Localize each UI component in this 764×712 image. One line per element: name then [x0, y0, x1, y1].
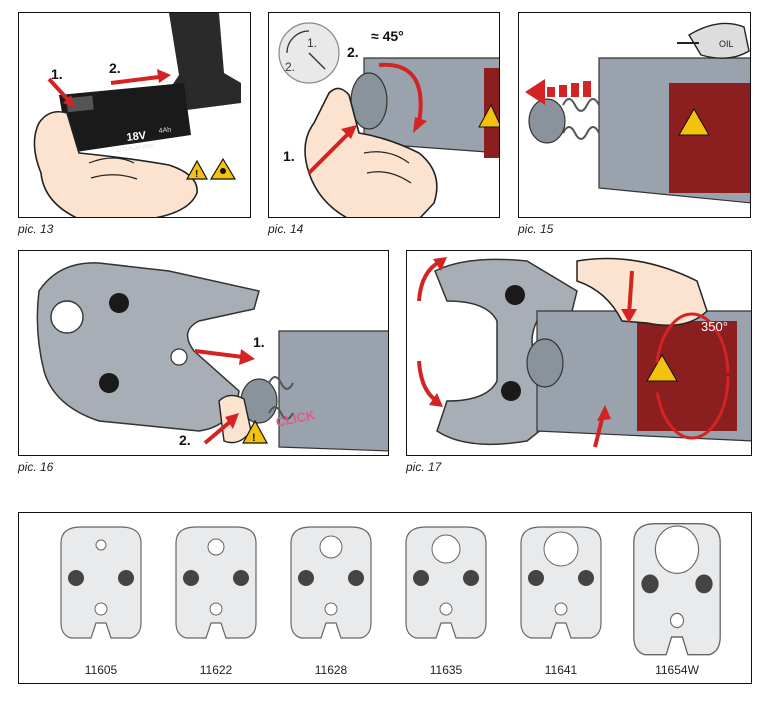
pin-pull-illustration: OIL — [519, 13, 751, 218]
motor-housing — [669, 83, 751, 193]
rotation-350-label: 350° — [701, 319, 728, 334]
caption-pic16: pic. 16 — [18, 460, 53, 474]
caption-pic14: pic. 14 — [268, 222, 303, 236]
jaw-11635 — [406, 527, 486, 638]
panel-pic13: 18V LITHIUM ION 4Ah 1. 2. ! — [18, 12, 251, 218]
warning-icon: ! — [187, 161, 207, 180]
dial-step2: 2. — [285, 60, 295, 74]
jaw-insertion-illustration: 1. 2. CLICK ! — [19, 251, 389, 456]
hand-crush-warning-icon — [211, 159, 235, 179]
rotation-dial-icon: 1. 2. — [279, 23, 339, 83]
jaw-code-11622: 11622 — [176, 663, 256, 677]
oil-label: OIL — [719, 39, 734, 49]
jaw-11605 — [61, 527, 141, 638]
jaw-11628 — [291, 527, 371, 638]
battery-insertion-illustration: 18V LITHIUM ION 4Ah 1. 2. ! — [19, 13, 251, 218]
dial-step1: 1. — [307, 36, 317, 50]
open-arrow-top — [419, 261, 441, 301]
svg-text:!: ! — [195, 169, 198, 180]
svg-text:!: ! — [252, 432, 256, 444]
panel-pic17: 350° — [406, 250, 752, 456]
rotation-illustration: 1. 2. 2. ≈ 45° 1. — [269, 13, 500, 218]
step1-label: 1. — [253, 334, 265, 350]
jaw-11654W — [634, 524, 720, 655]
step1-label: 1. — [51, 66, 63, 82]
oil-can-icon: OIL — [677, 23, 749, 58]
panel-pic16: 1. 2. CLICK ! — [18, 250, 389, 456]
open-arrow-bottom — [419, 361, 437, 401]
panel-pic14: 1. 2. 2. ≈ 45° 1. — [268, 12, 500, 218]
step2-label: 2. — [109, 60, 121, 76]
step1-label: 1. — [283, 148, 295, 164]
step2-label: 2. — [347, 44, 359, 60]
battery-voltage: 18V — [126, 130, 148, 144]
jaw-11641 — [521, 527, 601, 638]
tool-body — [279, 331, 389, 451]
pull-arrow — [525, 79, 591, 105]
battery-pack — [59, 83, 191, 153]
jaw-11622 — [176, 527, 256, 638]
step2-arrow — [111, 77, 159, 83]
locking-knob — [527, 339, 563, 387]
jaw-catalog: 11605 11622 11628 11635 11641 11654W — [18, 512, 752, 684]
locking-pin — [529, 99, 565, 143]
jaw-catalog-illustration — [19, 513, 752, 684]
jaw-open-illustration: 350° — [407, 251, 752, 456]
rotation-angle: ≈ 45° — [371, 28, 404, 44]
jaw-code-11605: 11605 — [61, 663, 141, 677]
step1-arrow — [195, 351, 243, 357]
panel-pic15: OIL — [518, 12, 751, 218]
caption-pic15: pic. 15 — [518, 222, 553, 236]
jaw-code-11641: 11641 — [521, 663, 601, 677]
caption-pic13: pic. 13 — [18, 222, 53, 236]
step2-label: 2. — [179, 432, 191, 448]
jaw-code-11654W: 11654W — [637, 663, 717, 677]
jaw-code-11628: 11628 — [291, 663, 371, 677]
caption-pic17: pic. 17 — [406, 460, 441, 474]
spring — [563, 99, 599, 139]
jaw-code-11635: 11635 — [406, 663, 486, 677]
